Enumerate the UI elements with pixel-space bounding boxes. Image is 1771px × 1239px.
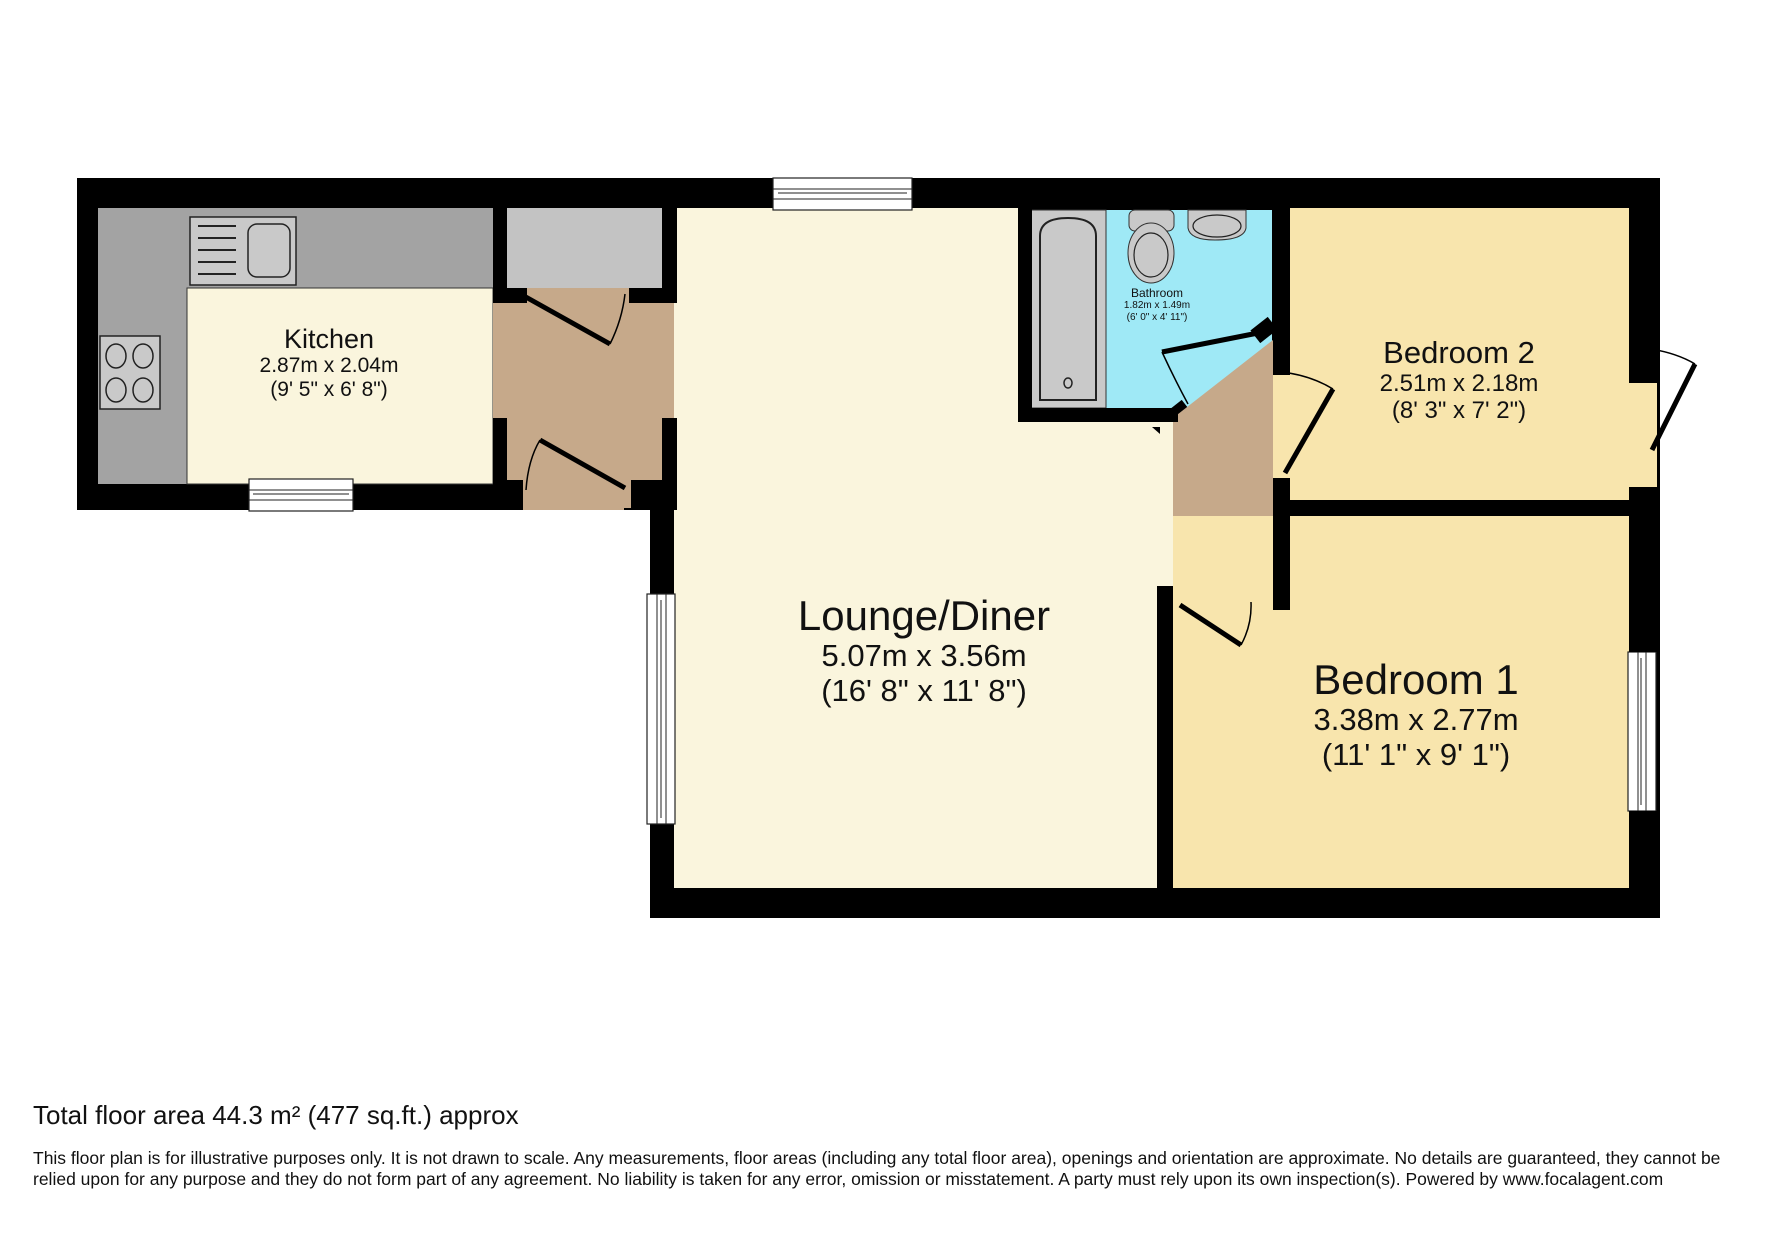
entry-hall bbox=[493, 208, 677, 510]
bathtub-icon bbox=[1030, 209, 1107, 409]
room-metric-size: 3.38m x 2.77m bbox=[1313, 702, 1519, 738]
bedroom2-area bbox=[1273, 208, 1698, 500]
total-floor-area: Total floor area 44.3 m² (477 sq.ft.) ap… bbox=[33, 1100, 519, 1130]
room-metric-size: 1.82m x 1.49m bbox=[1123, 300, 1191, 312]
room-imperial-size: (8' 3" x 7' 2") bbox=[1391, 396, 1527, 424]
hob-icon bbox=[99, 335, 161, 410]
bedroom2-label: Bedroom 2 2.51m x 2.18m (8' 3" x 7' 2") bbox=[1379, 335, 1539, 424]
room-name: Bathroom bbox=[1130, 286, 1184, 300]
room-metric-size: 2.51m x 2.18m bbox=[1379, 369, 1539, 397]
bedroom1-label: Bedroom 1 3.38m x 2.77m (11' 1" x 9' 1") bbox=[1313, 656, 1518, 772]
room-imperial-size: (16' 8" x 11' 8") bbox=[821, 672, 1027, 708]
kitchen-area bbox=[98, 208, 494, 512]
room-imperial-size: (11' 1" x 9' 1") bbox=[1321, 736, 1511, 772]
lounge-side-window bbox=[646, 593, 676, 825]
kitchen-window bbox=[248, 478, 354, 512]
bedroom1-area bbox=[1172, 500, 1657, 888]
room-metric-size: 5.07m x 3.56m bbox=[821, 638, 1027, 674]
bathroom-label: Bathroom 1.82m x 1.49m (6' 0" x 4' 11") bbox=[1123, 286, 1191, 323]
bedroom1-window bbox=[1627, 651, 1657, 812]
lounge-label: Lounge/Diner 5.07m x 3.56m (16' 8" x 11'… bbox=[798, 592, 1050, 708]
basin-icon bbox=[1187, 209, 1247, 241]
sink-icon bbox=[189, 216, 297, 286]
disclaimer-text: This floor plan is for illustrative purp… bbox=[33, 1148, 1721, 1190]
room-name: Lounge/Diner bbox=[797, 592, 1051, 639]
door-icon bbox=[522, 293, 626, 347]
room-name: Kitchen bbox=[283, 324, 375, 354]
room-name: Bedroom 2 bbox=[1383, 335, 1535, 370]
room-name: Bedroom 1 bbox=[1313, 656, 1519, 703]
room-imperial-size: (6' 0" x 4' 11") bbox=[1126, 311, 1188, 323]
toilet-icon bbox=[1127, 209, 1175, 284]
door-icon bbox=[525, 437, 627, 491]
room-imperial-size: (9' 5" x 6' 8") bbox=[270, 377, 388, 401]
door-icon bbox=[1178, 601, 1252, 648]
internal-walls bbox=[493, 208, 1660, 918]
kitchen-label: Kitchen 2.87m x 2.04m (9' 5" x 6' 8") bbox=[260, 324, 399, 401]
lounge-top-window bbox=[772, 177, 913, 211]
room-metric-size: 2.87m x 2.04m bbox=[259, 354, 399, 378]
